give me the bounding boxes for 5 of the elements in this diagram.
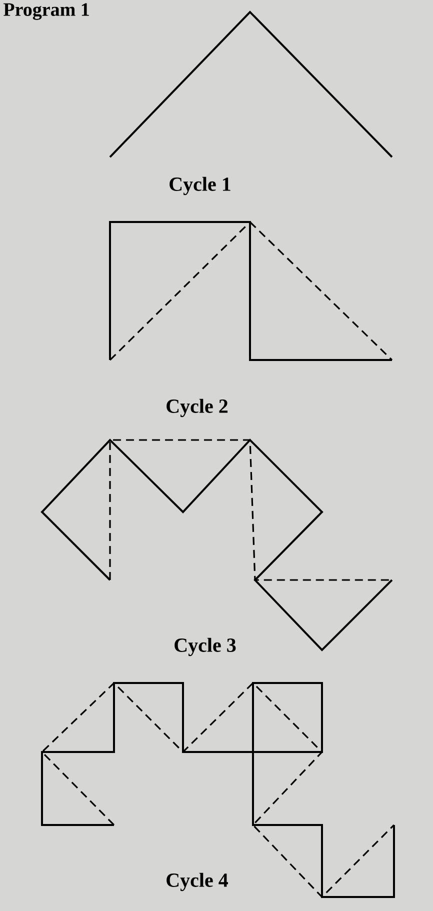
figure-label: Cycle 3 <box>174 638 236 656</box>
figure-label: Cycle 1 <box>170 176 230 196</box>
figure-label: Cycle 4 <box>166 872 228 892</box>
title: Program 1 <box>4 3 89 20</box>
figure-label: Cycle 2 <box>166 398 228 418</box>
